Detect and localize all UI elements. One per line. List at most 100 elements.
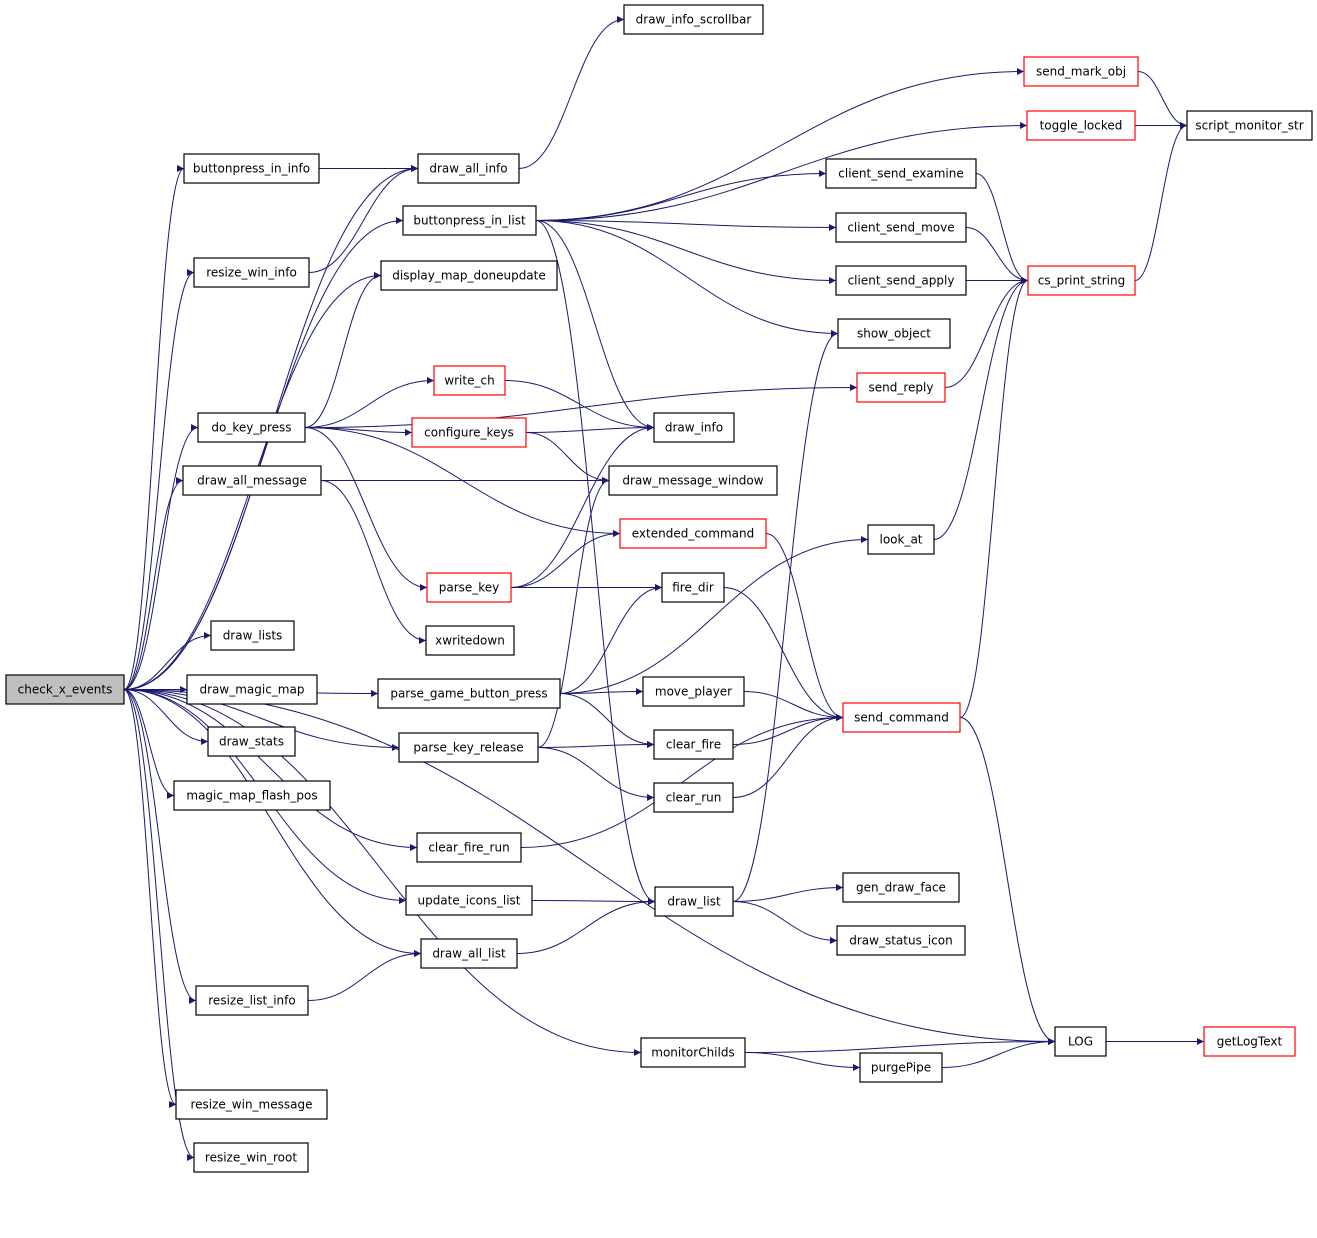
edge-check_x_events-to-LOG	[123, 689, 1056, 1045]
node-label-parse_game_button_press: parse_game_button_press	[390, 687, 547, 701]
node-draw_status_icon[interactable]: draw_status_icon	[836, 925, 966, 956]
node-draw_stats[interactable]: draw_stats	[207, 726, 296, 757]
node-label-extended_command: extended_command	[632, 527, 754, 541]
node-label-parse_key: parse_key	[439, 581, 500, 595]
edge-fire_dir-to-send_command	[723, 587, 844, 721]
node-label-xwritedown: xwritedown	[435, 634, 505, 648]
edge-buttonpress_in_list-to-draw_list	[535, 220, 656, 905]
node-draw_info[interactable]: draw_info	[653, 412, 735, 443]
node-send_command[interactable]: send_command	[842, 702, 961, 733]
node-display_map_doneupdate[interactable]: display_map_doneupdate	[380, 260, 558, 291]
node-magic_map_flash_pos[interactable]: magic_map_flash_pos	[173, 780, 331, 811]
node-label-write_ch: write_ch	[444, 374, 494, 388]
node-parse_game_button_press[interactable]: parse_game_button_press	[377, 678, 561, 709]
edge-buttonpress_in_list-to-client_send_examine	[535, 170, 827, 221]
node-purgePipe[interactable]: purgePipe	[859, 1052, 943, 1083]
node-label-toggle_locked: toggle_locked	[1040, 119, 1123, 133]
node-look_at[interactable]: look_at	[867, 524, 935, 555]
edge-check_x_events-to-resize_win_root	[123, 689, 195, 1161]
node-box-client_send_examine	[825, 158, 977, 189]
node-configure_keys[interactable]: configure_keys	[411, 417, 527, 448]
edge-parse_key_release-to-draw_message_window	[537, 477, 610, 748]
node-box-draw_magic_map	[186, 674, 318, 705]
edge-draw_all_message-to-xwritedown	[320, 480, 427, 644]
node-buttonpress_in_list[interactable]: buttonpress_in_list	[402, 205, 537, 236]
node-label-draw_status_icon: draw_status_icon	[849, 934, 952, 948]
edge-resize_list_info-to-draw_all_list	[307, 950, 422, 1001]
node-label-clear_fire: clear_fire	[666, 738, 721, 752]
node-box-extended_command	[619, 518, 767, 549]
edge-do_key_press-to-display_map_doneupdate	[304, 272, 382, 428]
edge-send_reply-to-cs_print_string	[944, 277, 1029, 388]
node-draw_all_info[interactable]: draw_all_info	[417, 153, 520, 184]
edge-check_x_events-to-draw_all_list	[123, 689, 422, 957]
node-xwritedown[interactable]: xwritedown	[425, 625, 515, 656]
node-getLogText[interactable]: getLogText	[1203, 1026, 1296, 1057]
node-resize_win_info[interactable]: resize_win_info	[193, 257, 310, 288]
node-monitorChilds[interactable]: monitorChilds	[640, 1037, 746, 1068]
node-clear_fire_run[interactable]: clear_fire_run	[416, 832, 522, 863]
node-extended_command[interactable]: extended_command	[619, 518, 767, 549]
edge-parse_key_release-to-clear_run	[537, 747, 655, 801]
node-label-draw_lists: draw_lists	[223, 629, 283, 643]
node-write_ch[interactable]: write_ch	[433, 365, 506, 396]
node-draw_list[interactable]: draw_list	[654, 886, 734, 917]
node-do_key_press[interactable]: do_key_press	[197, 412, 306, 443]
edge-send_command-to-cs_print_string	[959, 277, 1029, 718]
node-clear_run[interactable]: clear_run	[653, 782, 734, 813]
node-draw_message_window[interactable]: draw_message_window	[608, 465, 778, 496]
node-box-draw_status_icon	[836, 925, 966, 956]
node-cs_print_string[interactable]: cs_print_string	[1027, 265, 1136, 296]
node-parse_key[interactable]: parse_key	[426, 572, 512, 603]
node-box-resize_win_message	[175, 1089, 328, 1120]
node-clear_fire[interactable]: clear_fire	[653, 729, 734, 760]
node-gen_draw_face[interactable]: gen_draw_face	[842, 872, 960, 903]
node-client_send_apply[interactable]: client_send_apply	[835, 265, 967, 296]
node-toggle_locked[interactable]: toggle_locked	[1026, 110, 1136, 141]
edge-draw_all_info-to-draw_info_scrollbar	[518, 16, 625, 169]
node-resize_list_info[interactable]: resize_list_info	[195, 985, 309, 1016]
node-client_send_move[interactable]: client_send_move	[835, 212, 967, 243]
edge-check_x_events-to-draw_stats	[123, 689, 209, 745]
node-send_mark_obj[interactable]: send_mark_obj	[1023, 56, 1139, 87]
node-parse_key_release[interactable]: parse_key_release	[398, 732, 539, 763]
node-LOG[interactable]: LOG	[1054, 1026, 1107, 1057]
node-draw_info_scrollbar[interactable]: draw_info_scrollbar	[623, 4, 764, 35]
node-draw_all_list[interactable]: draw_all_list	[420, 938, 518, 969]
edge-resize_win_info-to-draw_all_info	[308, 165, 419, 273]
node-update_icons_list[interactable]: update_icons_list	[405, 885, 533, 916]
node-buttonpress_in_info[interactable]: buttonpress_in_info	[183, 153, 320, 184]
node-box-script_monitor_str	[1186, 110, 1313, 141]
node-label-show_object: show_object	[857, 327, 931, 341]
node-draw_lists[interactable]: draw_lists	[210, 620, 295, 651]
node-show_object[interactable]: show_object	[837, 318, 951, 349]
edge-parse_key-to-extended_command	[510, 530, 621, 588]
node-label-draw_message_window: draw_message_window	[622, 474, 763, 488]
node-label-purgePipe: purgePipe	[871, 1061, 931, 1075]
node-resize_win_root[interactable]: resize_win_root	[193, 1142, 309, 1173]
node-draw_all_message[interactable]: draw_all_message	[182, 465, 322, 496]
node-fire_dir[interactable]: fire_dir	[661, 572, 725, 603]
edge-parse_key_release-to-clear_fire	[537, 741, 655, 749]
node-label-draw_all_message: draw_all_message	[197, 474, 307, 488]
edge-buttonpress_in_list-to-send_mark_obj	[535, 68, 1025, 221]
node-draw_magic_map[interactable]: draw_magic_map	[186, 674, 318, 705]
node-move_player[interactable]: move_player	[642, 676, 745, 707]
node-label-resize_win_root: resize_win_root	[205, 1151, 297, 1165]
node-script_monitor_str[interactable]: script_monitor_str	[1186, 110, 1313, 141]
edge-buttonpress_in_list-to-client_send_move	[535, 220, 837, 231]
edge-send_command-to-LOG	[959, 717, 1056, 1045]
edge-purgePipe-to-LOG	[941, 1038, 1056, 1068]
node-label-draw_list: draw_list	[667, 895, 721, 909]
node-send_reply[interactable]: send_reply	[856, 372, 946, 403]
node-resize_win_message[interactable]: resize_win_message	[175, 1089, 328, 1120]
node-label-clear_fire_run: clear_fire_run	[428, 841, 509, 855]
node-check_x_events[interactable]: check_x_events	[5, 674, 125, 705]
edge-check_x_events-to-buttonpress_in_info	[123, 165, 185, 690]
node-label-update_icons_list: update_icons_list	[417, 894, 520, 908]
node-label-draw_all_info: draw_all_info	[429, 162, 507, 176]
node-box-update_icons_list	[405, 885, 533, 916]
node-client_send_examine[interactable]: client_send_examine	[825, 158, 977, 189]
node-label-clear_run: clear_run	[666, 791, 722, 805]
edge-check_x_events-to-resize_list_info	[123, 689, 197, 1004]
